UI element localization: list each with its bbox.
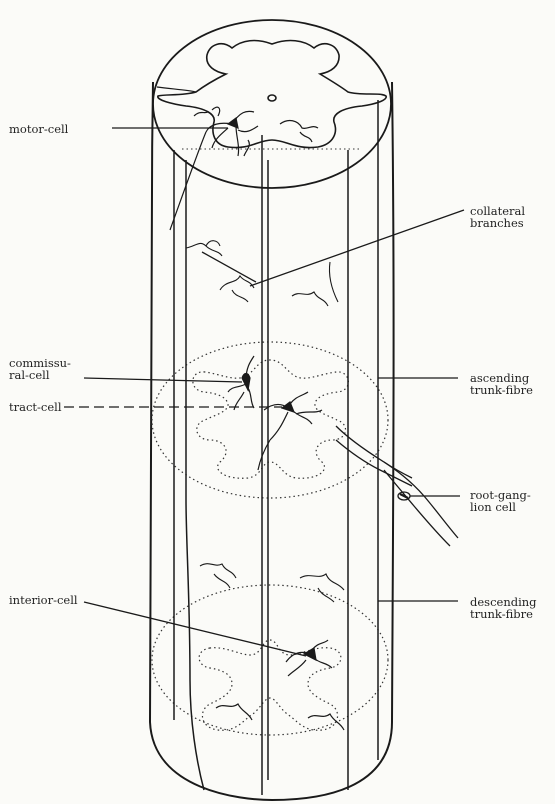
middle-cross-section-dotted [152, 342, 388, 498]
label-commissural-line2: ral-cell [9, 369, 71, 381]
motor-cell-neuron [170, 107, 318, 230]
label-root-ganglion-line2: lion cell [470, 501, 531, 513]
label-motor-cell-text: motor-cell [9, 123, 68, 135]
bottom-cross-section-dotted [152, 585, 388, 735]
leader-commissural-cell [84, 378, 242, 382]
commissural-cell-neuron [228, 356, 254, 410]
label-commissural-cell: commissu- ral-cell [9, 357, 71, 381]
label-motor-cell: motor-cell [9, 123, 68, 135]
label-descending-line2: trunk-fibre [470, 608, 537, 620]
top-cross-section-grey-matter [157, 41, 386, 148]
label-root-ganglion-cell: root-gang- lion cell [470, 489, 531, 513]
label-descending-trunk-fibre: descending trunk-fibre [470, 596, 537, 620]
label-interior-cell: interior-cell [9, 594, 78, 606]
label-collateral-line2: branches [470, 217, 525, 229]
vertical-trunk-fibres [174, 100, 378, 795]
leader-collateral-branches [250, 210, 464, 286]
root-ganglion-cell [336, 426, 458, 546]
lower-collateral-branches [200, 564, 344, 602]
label-interior-cell-text: interior-cell [9, 594, 78, 606]
leader-collateral-branches-2 [202, 252, 256, 282]
label-collateral-branches: collateral branches [470, 205, 525, 229]
label-ascending-line2: trunk-fibre [470, 384, 533, 396]
label-leader-lines [64, 128, 464, 656]
interior-cell-neuron [216, 640, 344, 730]
leader-interior-cell [84, 602, 306, 656]
label-tract-cell: tract-cell [9, 401, 62, 413]
label-ascending-trunk-fibre: ascending trunk-fibre [470, 372, 533, 396]
label-tract-cell-text: tract-cell [9, 401, 62, 413]
